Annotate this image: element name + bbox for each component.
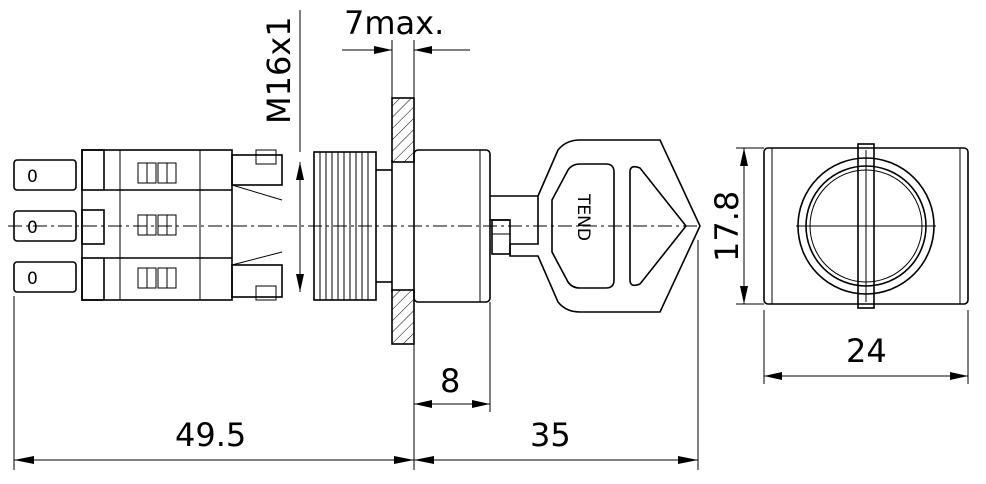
height-dimension: 17.8 [708, 147, 764, 305]
terminal-middle: 0 [13, 210, 77, 242]
width-label: 24 [846, 332, 887, 370]
bezel-depth-label: 8 [440, 362, 460, 400]
terminal-bottom: 0 [13, 261, 77, 293]
terminal-mark: 0 [27, 269, 38, 289]
key: TEND [490, 139, 701, 313]
body-length-dimension: 49.5 [13, 296, 414, 470]
terminal-mark: 0 [27, 218, 38, 238]
mounting-panel [391, 97, 415, 345]
height-label: 17.8 [708, 191, 746, 262]
contact-block [81, 149, 283, 301]
terminal-mark: 0 [27, 167, 38, 187]
front-view: 17.8 24 [708, 143, 969, 384]
body-length-label: 49.5 [175, 416, 246, 454]
terminal-top: 0 [13, 159, 77, 191]
key-length-label: 35 [530, 416, 571, 454]
thread-dimension: M16x1 [260, 10, 304, 292]
side-view: 0 0 0 [8, 4, 701, 470]
key-length-dimension: 35 [414, 240, 699, 470]
key-label: TEND [573, 193, 593, 241]
panel-max-label: 7max. [344, 4, 444, 42]
panel-max-dimension: 7max. [342, 4, 470, 98]
threaded-bushing [313, 151, 393, 301]
thread-label: M16x1 [260, 16, 298, 124]
bezel [413, 149, 491, 303]
bezel-depth-dimension: 8 [413, 302, 491, 470]
width-dimension: 24 [763, 310, 969, 384]
